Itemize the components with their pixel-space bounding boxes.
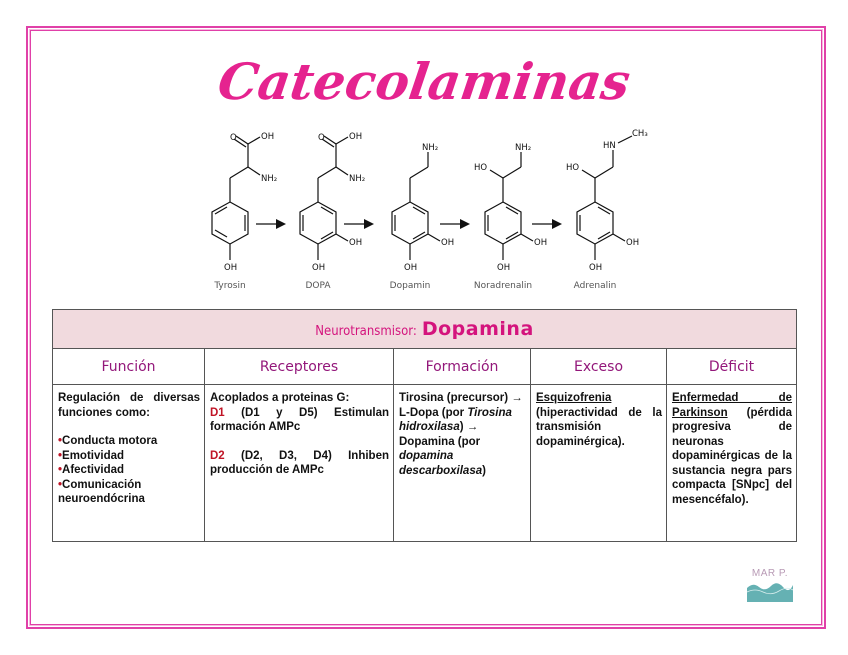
column-header-exceso: Exceso (530, 348, 667, 385)
svg-text:O: O (318, 133, 325, 143)
exceso-text: (hiperactividad de la transmisión dopami… (536, 406, 662, 448)
column-header-deficit: Déficit (665, 348, 798, 385)
deficit-text: (pérdida progresiva de neuronas dopaminé… (672, 406, 793, 506)
svg-text:OH: OH (404, 263, 417, 273)
svg-text:NH₂: NH₂ (515, 143, 531, 153)
page-border-inner (30, 30, 822, 625)
funcion-item: •Afectividad (58, 464, 125, 476)
author-logo: MAR P. (745, 568, 795, 608)
exceso-title: Esquizofrenia (536, 392, 612, 404)
column-header-funcion: Función (52, 348, 205, 385)
svg-text:OH: OH (349, 238, 362, 248)
right-arrow-icon (276, 219, 562, 229)
neurotransmitter-label: Neurotransmisor: (315, 324, 417, 339)
funcion-item: •Emotividad (58, 449, 125, 462)
receptor-d1: D1 (D1 y D5) Estimulan formación AMPc (210, 406, 389, 434)
funcion-item: •Conducta motora (58, 435, 158, 447)
enzyme-tirosina-hidroxilasa: Tirosina hidroxilasa (399, 406, 512, 434)
cell-exceso: Esquizofrenia (hiperactividad de la tran… (530, 384, 667, 542)
wave-icon (747, 583, 793, 602)
svg-text:O: O (230, 133, 237, 143)
molecule-dopa (299, 135, 349, 260)
svg-text:HN: HN (603, 141, 616, 151)
svg-text:NH₂: NH₂ (349, 174, 365, 184)
funcion-item: •Comunicación neuroendócrina (58, 478, 145, 506)
cell-formacion: Tirosina (precursor) → L-Dopa (por Tiros… (393, 384, 531, 542)
neurotransmitter-name: Dopamina (421, 318, 534, 340)
enzyme-dopamina-descarboxilasa: dopamina descarboxilasa (399, 450, 483, 477)
svg-text:OH: OH (534, 238, 547, 248)
molecule-label: Adrenalin (574, 281, 617, 291)
svg-text:NH₂: NH₂ (261, 174, 277, 184)
formacion-tirosina: Tirosina (399, 392, 444, 404)
dopamine-table: Neurotransmisor: Dopamina Función Recept… (51, 309, 798, 542)
svg-text:OH: OH (589, 263, 602, 273)
column-header-receptores: Receptores (204, 348, 394, 385)
molecule-label: Dopamin (390, 281, 431, 291)
svg-text:HO: HO (474, 163, 487, 173)
svg-text:CH₃: CH₃ (632, 129, 648, 139)
molecule-adrenalin (576, 135, 633, 260)
molecule-label: Noradrenalin (474, 281, 532, 291)
page-title: Catecolaminas (214, 52, 634, 111)
cell-deficit: Enfermedad de Parkinson (pérdida progres… (665, 384, 798, 542)
receptores-intro: Acoplados a proteinas G: (210, 392, 350, 404)
neurotransmitter-header: Neurotransmisor: Dopamina (51, 309, 798, 349)
cell-funcion: Regulación de diversas funciones como: •… (52, 384, 205, 542)
svg-text:NH₂: NH₂ (422, 143, 438, 153)
molecule-noradrenalin (484, 152, 534, 260)
svg-text:OH: OH (312, 263, 325, 273)
svg-text:OH: OH (626, 238, 639, 248)
svg-text:OH: OH (349, 132, 362, 142)
deficit-title: Enfermedad de Parkinson (672, 392, 793, 419)
cell-receptores: Acoplados a proteinas G: D1 (D1 y D5) Es… (204, 384, 394, 542)
page-border-outer (26, 26, 826, 629)
svg-text:OH: OH (497, 263, 510, 273)
column-header-formacion: Formación (393, 348, 531, 385)
svg-text:HO: HO (566, 163, 579, 173)
catecholamine-pathway-diagram: O OH NH₂ OH O OH NH₂ OH OH NH₂ OH OH HO NH₂ OH OH HO… (211, 129, 648, 291)
svg-text:OH: OH (261, 132, 274, 142)
molecule-label: Tyrosin (213, 281, 245, 291)
funcion-intro: Regulación de diversas funciones como: (58, 392, 200, 419)
molecule-label: DOPA (305, 281, 331, 291)
svg-text:OH: OH (224, 263, 237, 273)
molecule-dopamin (391, 152, 441, 260)
author-logo-text: MAR P. (751, 568, 789, 579)
receptor-d2: D2 (D2, D3, D4) Inhiben producción de AM… (210, 449, 389, 477)
svg-text:OH: OH (441, 238, 454, 248)
molecule-tyrosin (211, 135, 261, 260)
